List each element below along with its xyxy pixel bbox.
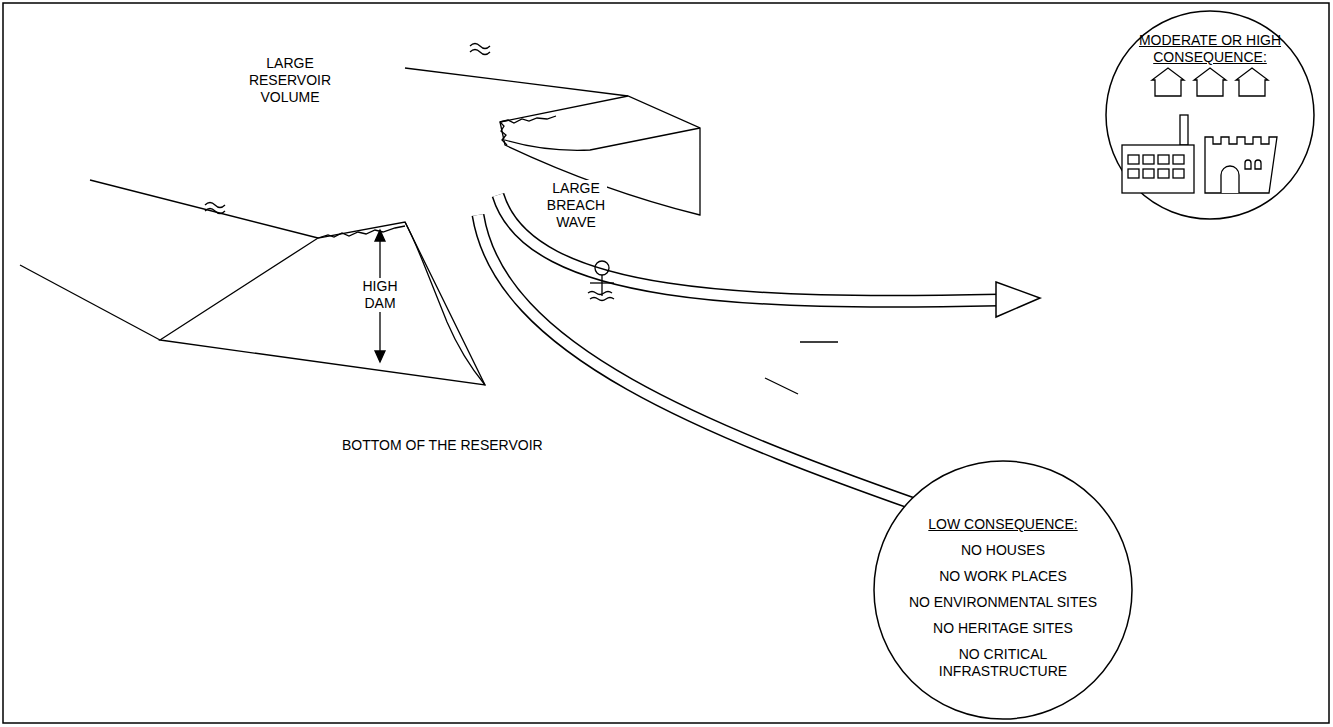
circle-outline	[873, 460, 1133, 720]
consequence-item: NO HERITAGE SITES	[933, 620, 1073, 637]
circle-outline	[1106, 11, 1314, 219]
window	[1173, 169, 1184, 178]
consequence-item: NO ENVIRONMENTAL SITES	[909, 594, 1097, 611]
window	[1143, 155, 1154, 164]
castle-window	[1255, 160, 1261, 169]
text-stack: MODERATE OR HIGH CONSEQUENCE:	[1105, 32, 1315, 66]
flow-arrow-low	[478, 215, 997, 537]
consequence-heading: LOW CONSEQUENCE:	[928, 516, 1077, 533]
consequence-item: NO WORK PLACES	[939, 568, 1067, 585]
window	[1143, 169, 1154, 178]
house-icon	[1236, 68, 1268, 96]
person-symbol	[588, 261, 614, 301]
window	[1128, 169, 1139, 178]
consequence-heading: MODERATE OR HIGH CONSEQUENCE:	[1135, 32, 1285, 66]
circle-outline	[874, 461, 1132, 719]
wave-label: LARGE BREACH WAVE	[545, 180, 607, 231]
window	[1158, 169, 1169, 178]
castle-window	[1245, 160, 1251, 169]
castle-icon	[1205, 137, 1277, 193]
volume-label: LARGE RESERVOIR VOLUME	[240, 55, 340, 106]
consequence-item: NO CRITICAL INFRASTRUCTURE	[903, 646, 1103, 680]
text-stack: LOW CONSEQUENCE: NO HOUSES NO WORK PLACES N…	[873, 516, 1133, 680]
frame	[3, 3, 1329, 723]
building-icons	[1122, 68, 1277, 193]
consequence-circle: LOW CONSEQUENCE: NO HOUSES NO WORK PLACES N…	[873, 460, 1133, 720]
dimension-label: HIGH DAM	[355, 278, 405, 312]
chimney	[1180, 115, 1188, 145]
house-icon	[1152, 68, 1184, 96]
consequence-circle: MODERATE OR HIGH CONSEQUENCE:	[1105, 10, 1315, 220]
bottom-label: BOTTOM OF THE RESERVOIR	[342, 437, 543, 454]
house-icon	[1194, 68, 1226, 96]
flow-dashes	[765, 342, 838, 394]
factory-icon	[1122, 145, 1194, 193]
window	[1128, 155, 1139, 164]
left-dam	[160, 222, 485, 385]
consequence-item: NO HOUSES	[961, 542, 1045, 559]
window	[1173, 155, 1184, 164]
window	[1158, 155, 1169, 164]
castle-door	[1221, 166, 1239, 193]
